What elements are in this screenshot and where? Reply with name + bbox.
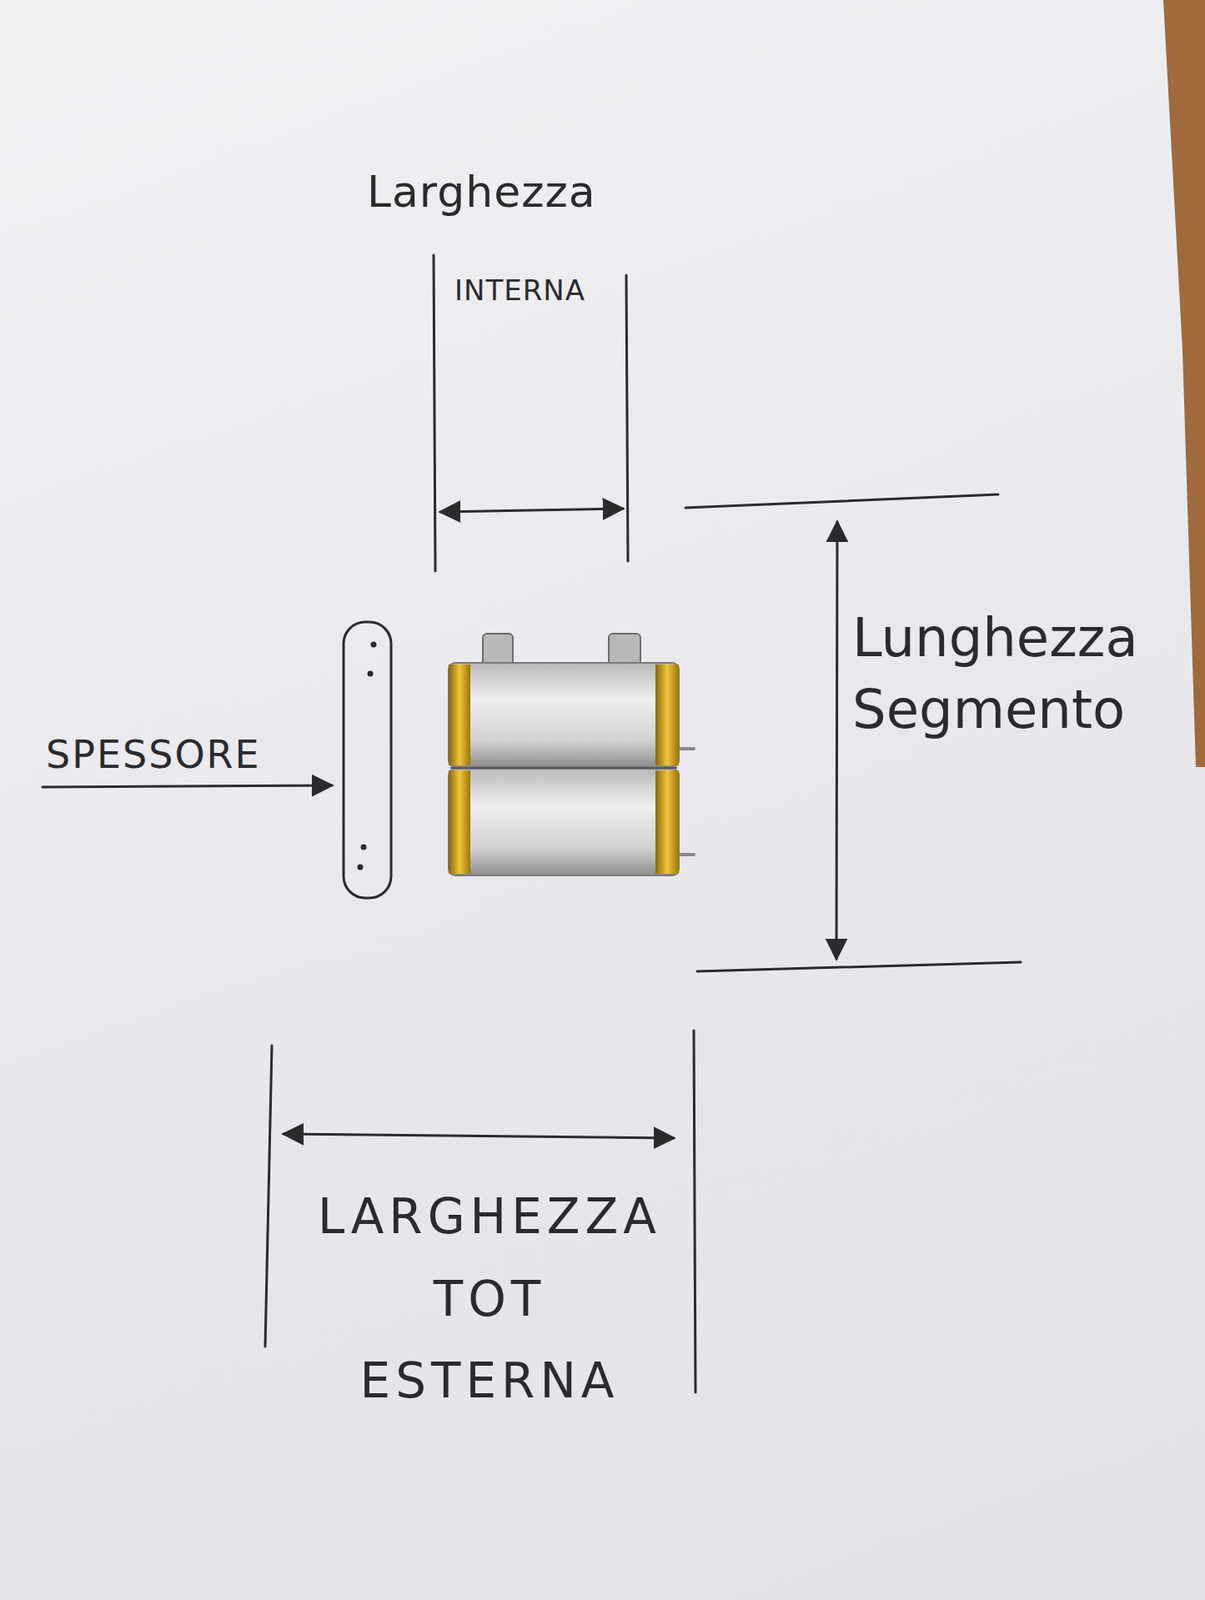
dimension-label: SPESSORE [45,732,262,778]
dimension-label: Lunghezza Segmento [852,602,1186,747]
dimension-label: INTERNA [454,273,586,307]
side-view-outline [343,622,392,899]
bracelet-link [448,633,694,876]
dimension-label: Larghezza [366,166,597,217]
table-edge [1163,0,1205,768]
dimension-label: LARGHEZZA TOT ESTERNA [301,1175,678,1423]
